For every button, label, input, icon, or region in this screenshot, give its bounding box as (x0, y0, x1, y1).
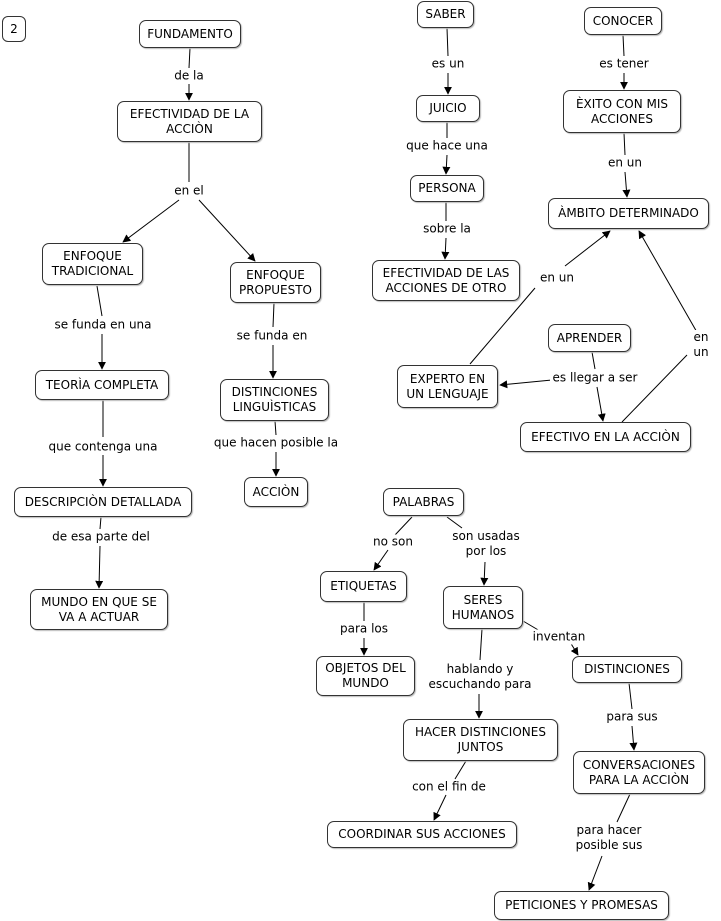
node-distinciones[interactable]: DISTINCIONES (572, 656, 682, 683)
edge-en-el-to-propuesto (198, 199, 256, 262)
node-juicio[interactable]: JUICIO (416, 95, 480, 122)
link-label-de-esa-parte-del: de esa parte del (51, 529, 151, 545)
node-accion[interactable]: ACCIÒN (244, 477, 308, 507)
node-efectivo[interactable]: EFECTIVO EN LA ACCIÒN (520, 422, 691, 452)
node-distinciones-linguisticas[interactable]: DISTINCIONES LINGUÌSTICAS (220, 379, 329, 421)
node-aprender[interactable]: APRENDER (548, 324, 631, 352)
link-label-en-un-experto: en un (538, 270, 576, 286)
node-efectividad-otro[interactable]: EFECTIVIDAD DE LAS ACCIONES DE OTRO (372, 260, 520, 301)
edge-son-usadas-to-seres (480, 561, 489, 586)
node-exito[interactable]: ÈXITO CON MIS ACCIONES (563, 90, 681, 133)
edge-label-to-persona (442, 154, 451, 175)
node-descripcion-detallada[interactable]: DESCRIPCIÒN DETALLADA (14, 487, 192, 517)
edge-en-el-to-tradicional (122, 199, 180, 243)
edge-fundamento-to-de-la (188, 47, 191, 69)
edge-experto-to-label (469, 287, 536, 365)
edge-label-to-experto (499, 379, 553, 389)
link-label-en-un-efectivo: en un (691, 330, 711, 360)
link-label-en-un-exito: en un (606, 155, 644, 171)
edge-label-to-mundo (95, 545, 104, 589)
edge-no-son-to-etiquetas (373, 549, 389, 571)
edge-label-to-coordinar (433, 794, 447, 821)
link-label-se-funda-en-una: se funda en una (52, 317, 154, 333)
node-conversaciones[interactable]: CONVERSACIONES PARA LA ACCIÒN (573, 751, 705, 794)
page-number-badge: 2 (2, 16, 26, 42)
link-label-sobre-la: sobre la (422, 221, 472, 237)
link-label-no-son: no son (372, 534, 414, 550)
node-fundamento[interactable]: FUNDAMENTO (139, 20, 241, 48)
edge-seres-to-label (479, 628, 483, 661)
edge-saber-to-label (446, 27, 449, 57)
node-efectividad-accion[interactable]: EFECTIVIDAD DE LA ACCIÒN (117, 101, 262, 142)
link-label-inventan: inventan (531, 629, 587, 645)
node-conocer[interactable]: CONOCER (584, 7, 662, 35)
link-label-que-hacen-posible-la: que hacen posible la (212, 435, 340, 451)
link-label-que-contenga-una: que contenga una (47, 439, 159, 455)
link-label-es-llegar-a-ser: es llegar a ser (550, 370, 640, 386)
edge-dist-ling-to-label (274, 420, 277, 436)
edge-label-to-peticiones (587, 855, 603, 891)
edge-exito-to-label (623, 132, 626, 156)
link-label-son-usadas-por-los: son usadas por los (450, 529, 522, 559)
node-coordinar[interactable]: COORDINAR SUS ACCIONES (327, 821, 517, 848)
link-label-para-hacer-posible-sus: para hacer posible sus (574, 823, 644, 853)
node-peticiones[interactable]: PETICIONES Y PROMESAS (494, 891, 669, 920)
link-label-que-hace-una: que hace una (404, 138, 490, 154)
edge-descripcion-to-label (99, 516, 102, 530)
edge-label-to-efectividad-otro (441, 237, 450, 260)
edge-label-to-conversaciones (629, 725, 638, 751)
edge-conversaciones-to-label (616, 793, 631, 823)
edge-tradicional-to-label (96, 285, 103, 317)
edge-palabras-to-son-usadas (446, 516, 463, 529)
node-palabras[interactable]: PALABRAS (383, 488, 464, 516)
link-label-de-la: de la (173, 68, 205, 84)
link-label-es-un: es un (430, 56, 466, 72)
edge-seres-to-inventan (522, 620, 541, 632)
edge-label-to-efectivo (596, 386, 606, 422)
link-label-para-los: para los (339, 621, 389, 637)
node-enfoque-tradicional[interactable]: ENFOQUE TRADICIONAL (42, 243, 143, 285)
node-seres[interactable]: SERES HUMANOS (443, 586, 523, 629)
edge-aprender-to-label (591, 351, 596, 370)
node-ambito[interactable]: ÀMBITO DETERMINADO (548, 198, 709, 229)
link-label-con-el-fin-de: con el fin de (411, 779, 487, 795)
link-label-es-tener: es tener (597, 56, 651, 72)
node-experto[interactable]: EXPERTO EN UN LENGUAJE (397, 365, 498, 408)
node-enfoque-propuesto[interactable]: ENFOQUE PROPUESTO (230, 262, 321, 303)
edge-hacer-to-label (454, 760, 467, 780)
link-label-se-funda-en: se funda en (235, 328, 309, 344)
edge-distinciones-to-label (628, 682, 633, 710)
edge-label-to-ambito-3 (638, 230, 699, 335)
edge-efectivo-to-label (621, 354, 688, 423)
node-objetos[interactable]: OBJETOS DEL MUNDO (316, 656, 415, 696)
edge-conocer-to-label (622, 34, 625, 57)
node-teoria-completa[interactable]: TEORÌA COMPLETA (35, 370, 169, 400)
edge-palabras-to-no-son (394, 516, 413, 536)
edge-label-to-ambito (622, 171, 631, 198)
link-label-hablando-y-escuchando-para: hablando y escuchando para (427, 662, 533, 692)
node-hacer-distinciones[interactable]: HACER DISTINCIONES JUNTOS (403, 719, 558, 761)
edge-label-to-ambito-2 (564, 230, 611, 267)
link-label-para-sus: para sus (604, 709, 660, 725)
link-label-en-el: en el (173, 183, 205, 199)
node-mundo[interactable]: MUNDO EN QUE SE VA A ACTUAR (30, 589, 168, 630)
node-etiquetas[interactable]: ETIQUETAS (320, 571, 407, 602)
node-persona[interactable]: PERSONA (410, 175, 484, 202)
edge-propuesto-to-label (272, 302, 275, 328)
node-saber[interactable]: SABER (417, 1, 474, 28)
